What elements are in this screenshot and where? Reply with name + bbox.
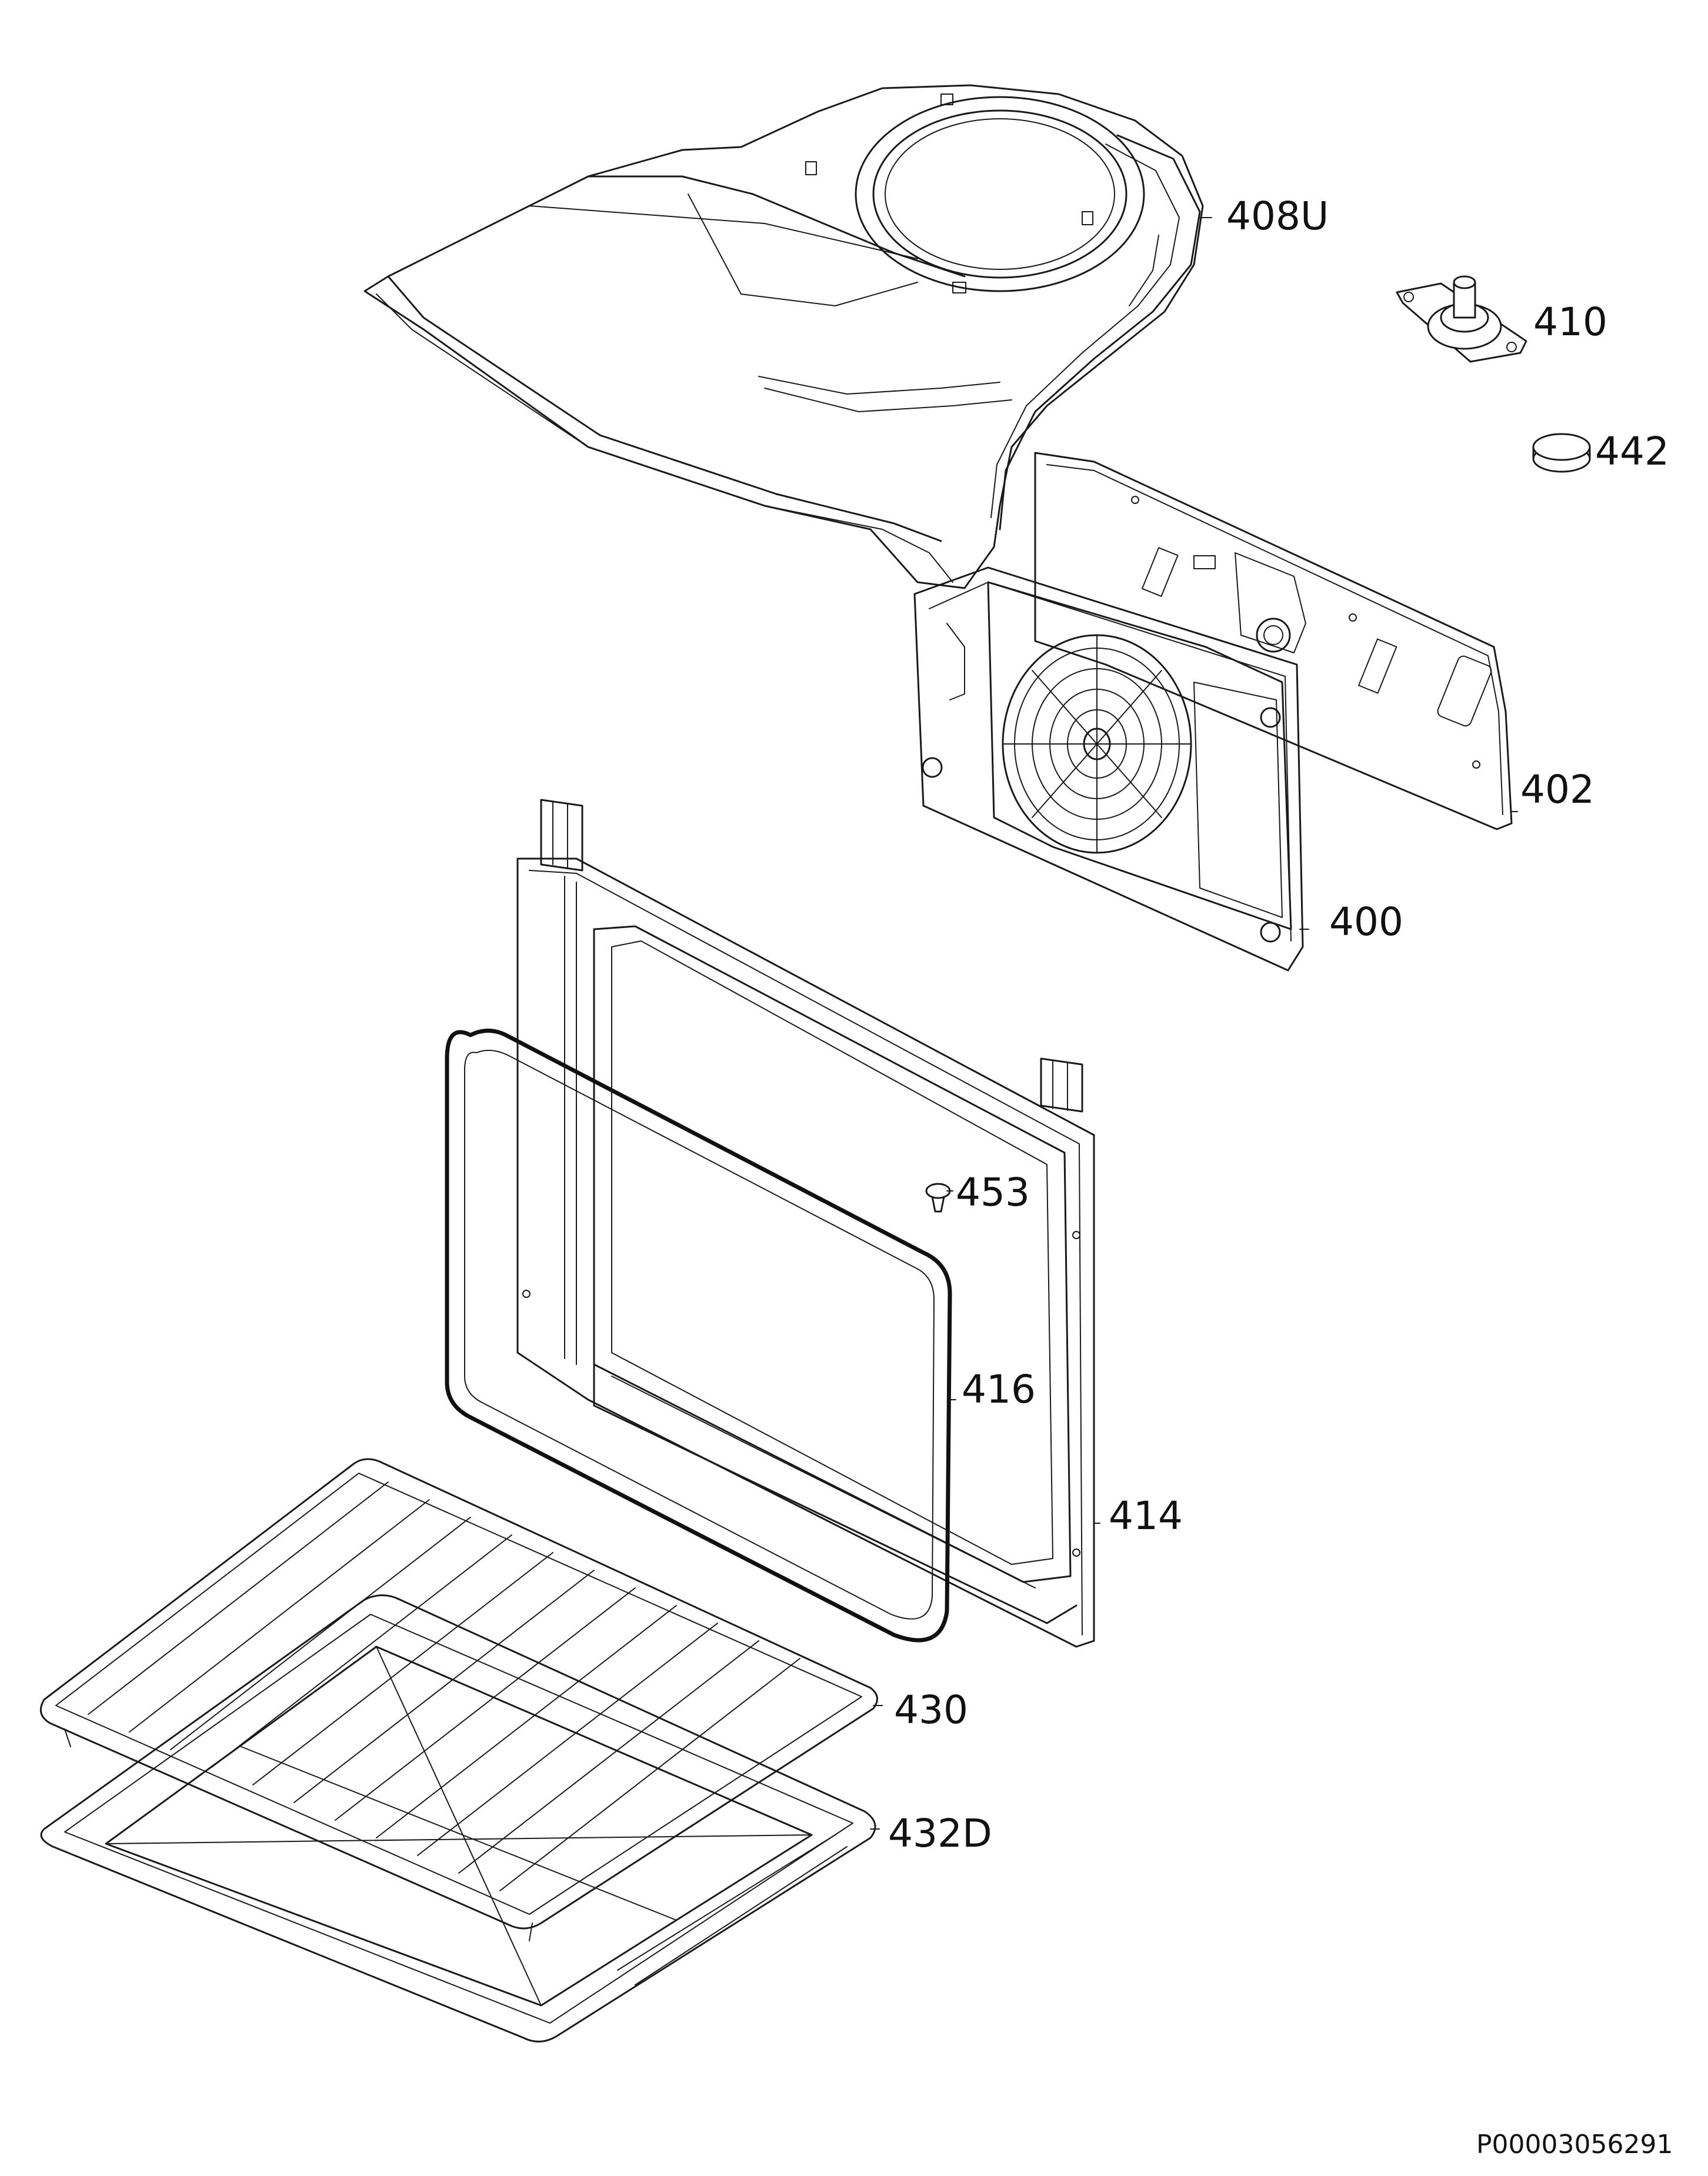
reference-code: P00003056291 bbox=[1476, 2130, 1673, 2160]
leader-lines bbox=[870, 217, 1518, 1830]
label-402: 402 bbox=[1520, 767, 1594, 812]
label-442: 442 bbox=[1595, 429, 1669, 474]
label-414: 414 bbox=[1109, 1493, 1183, 1538]
part-442-cap bbox=[1532, 433, 1591, 473]
label-453: 453 bbox=[956, 1170, 1030, 1215]
part-430-wire-shelf bbox=[39, 1458, 878, 1941]
part-453-screw bbox=[925, 1183, 951, 1213]
label-410: 410 bbox=[1533, 299, 1607, 345]
label-408U: 408U bbox=[1226, 193, 1329, 239]
part-410-motor-bracket bbox=[1396, 275, 1527, 363]
part-400-back-wall bbox=[913, 566, 1304, 972]
label-416: 416 bbox=[962, 1367, 1036, 1412]
label-432D: 432D bbox=[888, 1811, 992, 1856]
part-408U-fan-cover bbox=[363, 84, 1204, 589]
part-414-door-frame bbox=[516, 799, 1095, 1648]
label-430: 430 bbox=[894, 1687, 968, 1733]
part-416-door-seal bbox=[445, 1029, 952, 1643]
part-402-rear-panel bbox=[1034, 452, 1513, 830]
label-400: 400 bbox=[1329, 899, 1403, 945]
part-432D-baking-tray bbox=[40, 1594, 876, 2042]
